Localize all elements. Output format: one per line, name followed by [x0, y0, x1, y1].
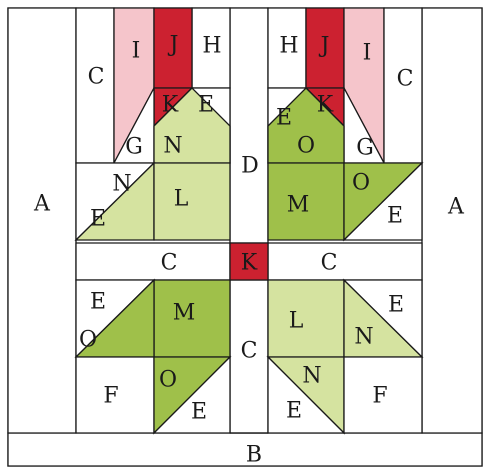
label-f-right: F: [372, 384, 387, 409]
label-n-br-bottom: N: [302, 364, 321, 389]
label-i-right: I: [363, 41, 372, 66]
label-a-left: A: [33, 192, 51, 217]
label-c-mid-left: C: [161, 251, 178, 276]
patch-l-bottom-right: [268, 280, 344, 357]
label-o-bl-left: O: [79, 328, 97, 353]
label-n-br-right: N: [354, 325, 373, 350]
label-e-br-bottom: E: [286, 399, 302, 424]
label-e-right-mid: E: [387, 204, 403, 229]
label-j-right: J: [319, 34, 330, 59]
label-b: B: [246, 443, 262, 468]
label-i-left: I: [132, 39, 141, 64]
label-m-bl: M: [173, 301, 196, 326]
label-c-mid-right: C: [321, 251, 338, 276]
label-o-bl-bottom: O: [159, 368, 177, 393]
strip-a-left: [8, 8, 76, 433]
label-k-right: K: [317, 93, 334, 118]
label-e-left-mid: E: [90, 207, 106, 232]
label-o-tr-top: O: [297, 134, 315, 159]
label-e-br-top: E: [388, 293, 404, 318]
label-f-left: F: [103, 384, 118, 409]
label-n-tl-left: N: [112, 172, 131, 197]
label-e-tl-top: E: [198, 93, 214, 118]
label-a-right: A: [447, 195, 465, 220]
label-e-bl-top: E: [90, 290, 106, 315]
label-h-left: H: [202, 34, 221, 59]
label-l-br: L: [289, 309, 304, 334]
label-g-left: G: [125, 135, 143, 160]
label-h-right: H: [279, 34, 298, 59]
label-l-tl: L: [174, 187, 189, 212]
label-c-tr: C: [397, 67, 414, 92]
strip-a-right: [422, 8, 482, 433]
label-g-right: G: [356, 136, 374, 161]
strip-d: [230, 8, 268, 243]
label-m-tr: M: [287, 193, 310, 218]
label-j-left: J: [168, 33, 179, 58]
label-k-center: K: [241, 251, 258, 276]
label-k-left: K: [162, 93, 179, 118]
label-e-bl-bottom: E: [191, 400, 207, 425]
label-c-bottom: C: [241, 339, 258, 364]
label-e-tr-top: E: [276, 106, 292, 131]
strip-c-mid-left: [76, 243, 230, 280]
strip-c-mid-right: [268, 243, 422, 280]
label-n-tl-top: N: [163, 134, 182, 159]
patch-l-top-left: [154, 163, 230, 240]
label-o-tr-right: O: [352, 171, 370, 196]
label-d: D: [241, 154, 259, 179]
label-c-tl: C: [88, 65, 105, 90]
